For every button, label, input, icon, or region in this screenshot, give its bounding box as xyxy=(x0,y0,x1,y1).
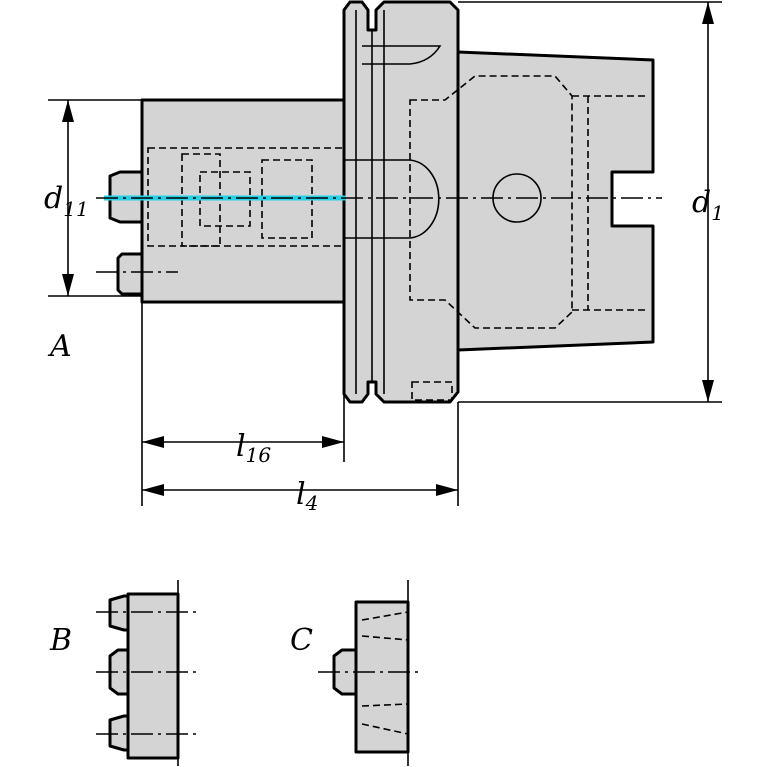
l4-label: l4 xyxy=(296,477,318,515)
variant-b-key xyxy=(108,714,130,752)
variant-b-body xyxy=(126,592,180,760)
main-view: d11 d1 l16 l4 A xyxy=(44,0,724,515)
variant-c-label: C xyxy=(290,623,313,658)
d1-label: d1 xyxy=(692,185,724,225)
arrow xyxy=(702,2,714,24)
arrow xyxy=(142,436,164,448)
arrow xyxy=(702,380,714,402)
front-shank xyxy=(140,98,346,304)
d11-label: d11 xyxy=(44,181,89,221)
taper-body xyxy=(456,50,655,352)
flange xyxy=(342,0,460,404)
variant-c-view: C xyxy=(290,580,420,766)
variant-c-hidden-lines xyxy=(361,611,409,735)
internal-bore xyxy=(344,159,440,239)
hidden-pocket xyxy=(411,381,453,401)
taper-inner-bore xyxy=(409,75,573,329)
variant-b-pilot xyxy=(108,648,130,696)
arrow xyxy=(62,100,74,122)
arrow xyxy=(142,484,164,496)
variant-b-key xyxy=(108,594,130,632)
arrow xyxy=(436,484,458,496)
arrow xyxy=(322,436,344,448)
l16-label: l16 xyxy=(236,429,271,467)
variant-c-body xyxy=(354,600,410,754)
arrow xyxy=(62,274,74,296)
variant-a-label: A xyxy=(47,329,72,364)
variant-b-label: B xyxy=(49,623,72,658)
drive-key xyxy=(116,252,144,296)
orientation-slot xyxy=(362,45,442,65)
variant-b-view: B xyxy=(49,580,198,766)
